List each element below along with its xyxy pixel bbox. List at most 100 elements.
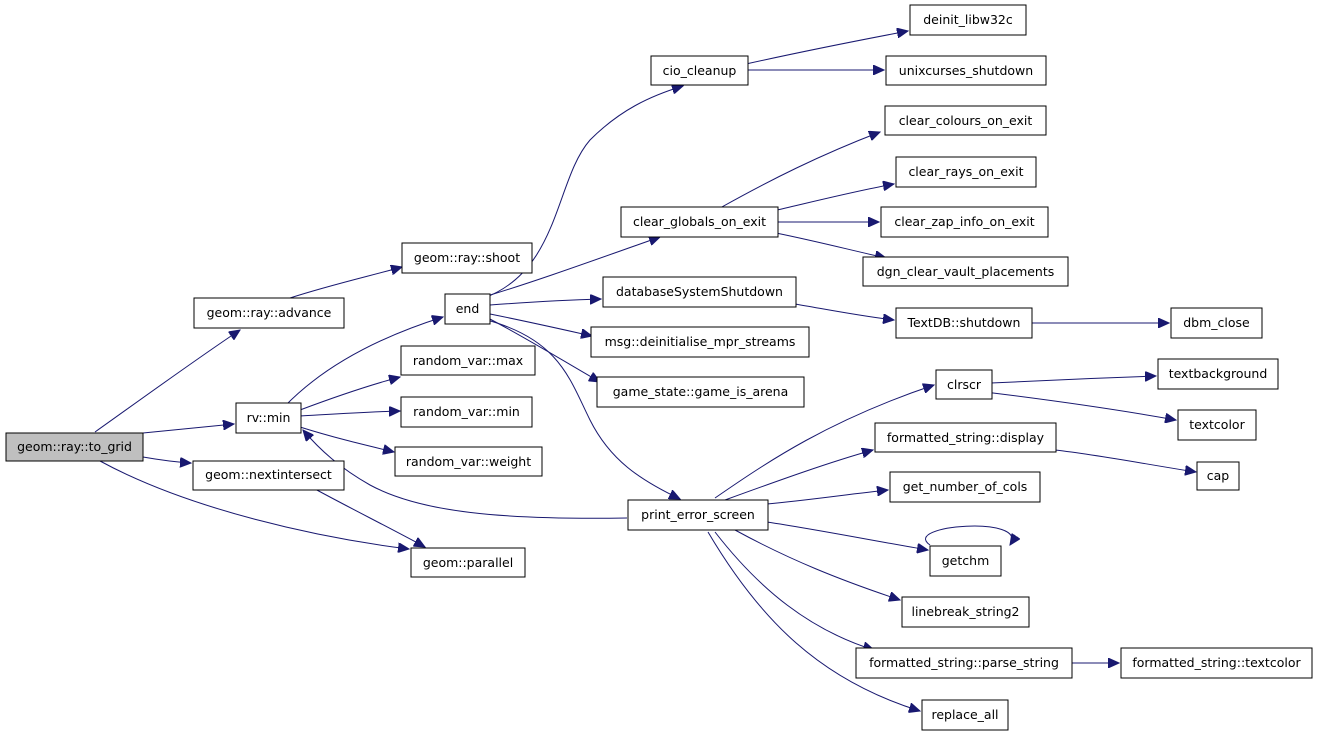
node-shoot[interactable]: geom::ray::shoot bbox=[401, 242, 533, 274]
node-label: deinit_libw32c bbox=[923, 12, 1013, 27]
edge-end-msg_deinit bbox=[489, 313, 592, 336]
node-advance[interactable]: geom::ray::advance bbox=[193, 297, 345, 329]
edge-pe-fsparse bbox=[714, 531, 874, 650]
node-label: clear_zap_info_on_exit bbox=[894, 214, 1034, 229]
edge-end-print_error bbox=[486, 319, 680, 499]
node-replace_all[interactable]: replace_all bbox=[921, 699, 1009, 731]
node-label: clear_globals_on_exit bbox=[633, 214, 766, 229]
edge-to_grid-parallel bbox=[99, 460, 409, 549]
node-dbm_close[interactable]: dbm_close bbox=[1170, 307, 1263, 339]
node-msg_deinit[interactable]: msg::deinitialise_mpr_streams bbox=[590, 326, 810, 358]
node-rvar_max[interactable]: random_var::max bbox=[400, 345, 536, 376]
node-deinit_libw32c[interactable]: deinit_libw32c bbox=[909, 4, 1027, 36]
node-label: cap bbox=[1207, 468, 1230, 483]
edge-advance-shoot bbox=[289, 267, 402, 299]
node-label: get_number_of_cols bbox=[903, 479, 1028, 494]
node-label: replace_all bbox=[931, 707, 998, 722]
edge-pe-getcols bbox=[766, 490, 888, 505]
node-game_is_arena[interactable]: game_state::game_is_arena bbox=[596, 376, 805, 408]
node-fs_display[interactable]: formatted_string::display bbox=[874, 422, 1057, 453]
node-label: random_var::max bbox=[413, 353, 523, 368]
node-linebreak[interactable]: linebreak_string2 bbox=[901, 596, 1030, 628]
node-label: msg::deinitialise_mpr_streams bbox=[605, 334, 796, 349]
node-rvar_min[interactable]: random_var::min bbox=[400, 396, 533, 428]
node-textbackground[interactable]: textbackground bbox=[1157, 358, 1279, 390]
node-getchm[interactable]: getchm bbox=[929, 545, 1002, 577]
node-fs_textcolor[interactable]: formatted_string::textcolor bbox=[1120, 647, 1313, 679]
edge-pe-linebreak bbox=[734, 529, 900, 600]
edge-to_grid-rv_min bbox=[142, 424, 234, 434]
node-label: end bbox=[456, 301, 480, 316]
node-label: formatted_string::textcolor bbox=[1132, 655, 1301, 670]
node-get_cols[interactable]: get_number_of_cols bbox=[889, 471, 1041, 503]
edge-end-clear_globals bbox=[486, 237, 660, 297]
node-label: clrscr bbox=[947, 377, 982, 392]
node-to_grid[interactable]: geom::ray::to_grid bbox=[5, 432, 144, 462]
node-label: geom::ray::advance bbox=[207, 305, 332, 320]
node-fs_parse[interactable]: formatted_string::parse_string bbox=[855, 647, 1073, 679]
edge-rv_min-rvar_min bbox=[299, 411, 400, 417]
edge-to_grid-nextintersect bbox=[142, 456, 191, 463]
node-clear_colours[interactable]: clear_colours_on_exit bbox=[884, 105, 1047, 136]
edge-fsdisplay-cap bbox=[1054, 449, 1196, 472]
edge-cg-colours bbox=[719, 132, 880, 209]
node-print_error[interactable]: print_error_screen bbox=[627, 499, 769, 531]
edge-rv_min-rvar_max bbox=[299, 377, 400, 411]
node-label: geom::nextintersect bbox=[205, 467, 332, 482]
node-label: dgn_clear_vault_placements bbox=[877, 264, 1055, 279]
node-label: dbm_close bbox=[1183, 315, 1250, 330]
node-db_shutdown[interactable]: databaseSystemShutdown bbox=[602, 276, 797, 308]
edge-db-textdb bbox=[794, 303, 894, 320]
edge-cg-dgn bbox=[775, 232, 886, 258]
node-label: random_var::weight bbox=[406, 454, 531, 469]
node-label: cio_cleanup bbox=[663, 63, 737, 78]
node-label: getchm bbox=[942, 553, 990, 568]
edge-getchm-self bbox=[925, 525, 1012, 545]
edge-to_grid-advance bbox=[94, 330, 240, 433]
node-cap[interactable]: cap bbox=[1196, 461, 1240, 491]
node-label: rv::min bbox=[247, 410, 291, 425]
edge-end-db_shutdown bbox=[489, 299, 601, 306]
node-label: unixcurses_shutdown bbox=[899, 63, 1033, 78]
node-label: textbackground bbox=[1169, 366, 1268, 381]
node-rv_min[interactable]: rv::min bbox=[235, 402, 302, 434]
node-unixcurses[interactable]: unixcurses_shutdown bbox=[885, 55, 1047, 86]
node-parallel[interactable]: geom::parallel bbox=[410, 547, 526, 578]
node-label: TextDB::shutdown bbox=[907, 315, 1021, 330]
edge-cg-rays bbox=[776, 184, 894, 211]
node-label: formatted_string::parse_string bbox=[869, 655, 1059, 670]
edge-clrscr-textbg bbox=[990, 376, 1156, 384]
node-label: geom::ray::to_grid bbox=[17, 439, 132, 454]
node-label: geom::parallel bbox=[423, 555, 513, 570]
edge-pe-clrscr bbox=[714, 385, 934, 499]
node-textdb_shutdown[interactable]: TextDB::shutdown bbox=[895, 307, 1033, 339]
nodes: geom::ray::to_grid geom::ray::advance ge… bbox=[5, 4, 1313, 731]
node-clrscr[interactable]: clrscr bbox=[935, 369, 993, 400]
edge-pe-fsdisplay bbox=[724, 450, 873, 501]
edge-nextintersect-parallel bbox=[314, 488, 425, 547]
node-label: clear_colours_on_exit bbox=[899, 113, 1033, 128]
node-label: random_var::min bbox=[413, 404, 520, 419]
node-clear_globals[interactable]: clear_globals_on_exit bbox=[620, 206, 779, 238]
node-cio_cleanup[interactable]: cio_cleanup bbox=[650, 55, 749, 86]
node-label: linebreak_string2 bbox=[911, 604, 1019, 619]
node-rvar_weight[interactable]: random_var::weight bbox=[394, 446, 543, 477]
node-label: textcolor bbox=[1189, 417, 1245, 432]
node-clear_zap[interactable]: clear_zap_info_on_exit bbox=[880, 206, 1049, 238]
edge-rv_min-rvar_weight bbox=[299, 426, 394, 452]
edge-pe-getchm bbox=[766, 521, 928, 550]
node-label: game_state::game_is_arena bbox=[613, 384, 789, 399]
node-label: print_error_screen bbox=[641, 507, 755, 522]
node-end[interactable]: end bbox=[444, 293, 491, 325]
edge-clrscr-textcolor bbox=[984, 391, 1176, 420]
node-label: formatted_string::display bbox=[887, 430, 1045, 445]
node-label: clear_rays_on_exit bbox=[908, 164, 1023, 179]
node-nextintersect[interactable]: geom::nextintersect bbox=[192, 460, 345, 491]
node-label: geom::ray::shoot bbox=[414, 250, 520, 265]
node-clear_rays[interactable]: clear_rays_on_exit bbox=[895, 156, 1037, 188]
node-textcolor[interactable]: textcolor bbox=[1177, 409, 1257, 441]
edge-print_error-rv_min bbox=[303, 430, 628, 519]
node-dgn_clear[interactable]: dgn_clear_vault_placements bbox=[862, 256, 1069, 287]
node-label: databaseSystemShutdown bbox=[616, 284, 783, 299]
